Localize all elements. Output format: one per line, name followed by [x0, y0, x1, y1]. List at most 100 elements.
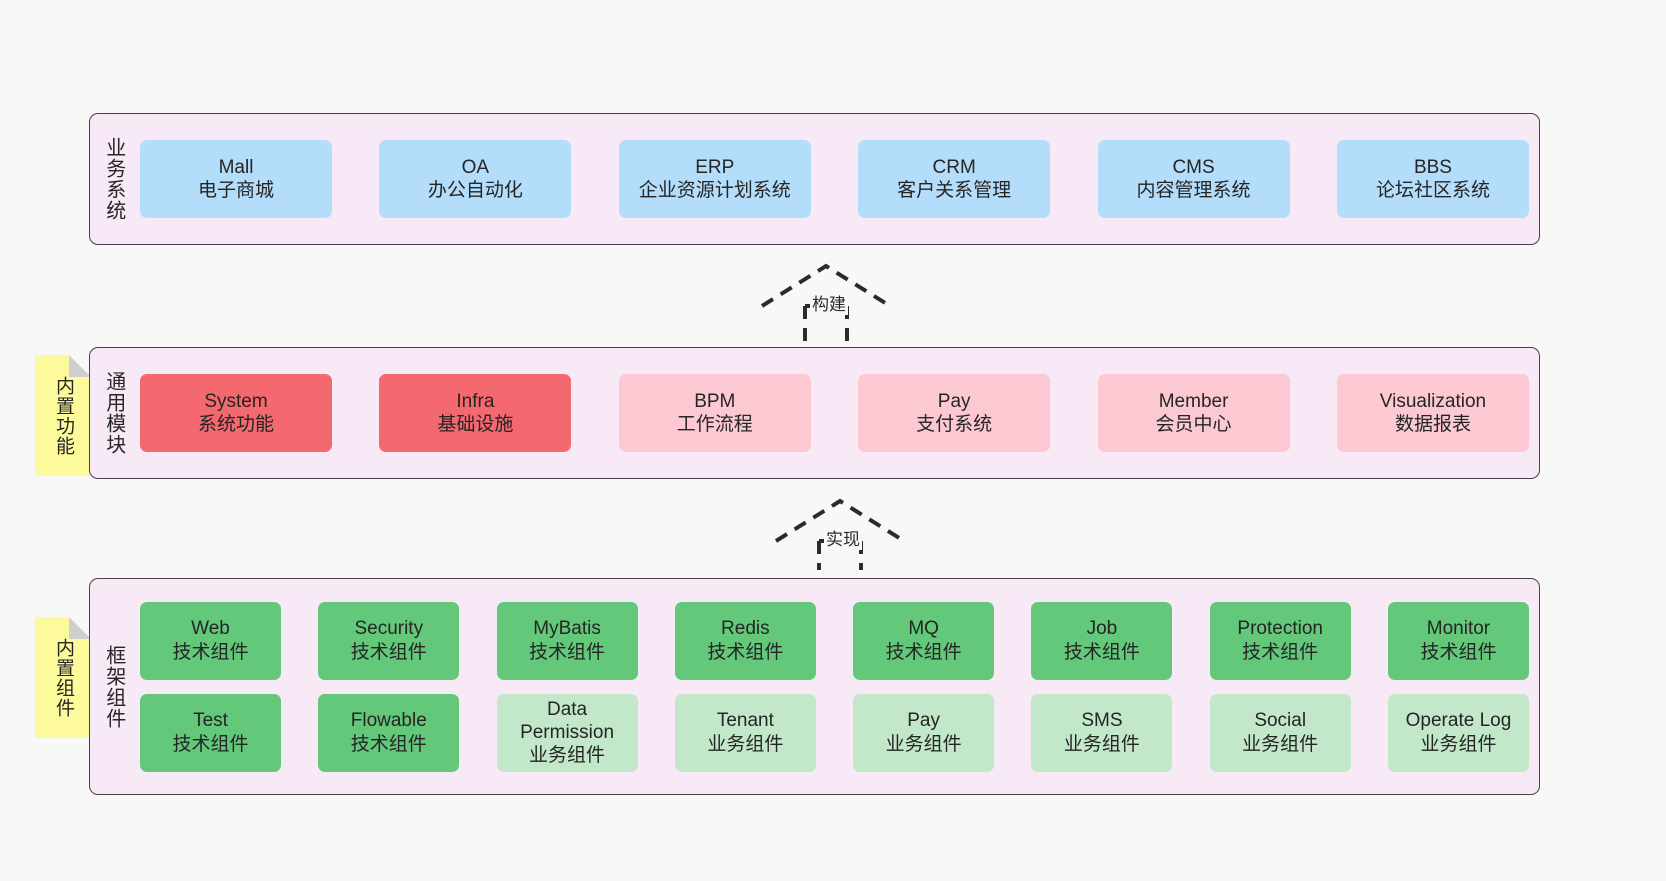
arrow-implement-head	[774, 498, 906, 543]
card-title-en: CMS	[1172, 156, 1215, 178]
card-title-cn: 内容管理系统	[1136, 180, 1251, 201]
card-title-en: Job	[1086, 618, 1118, 640]
card-title-cn: 业务组件	[1063, 733, 1140, 755]
card-title-en: Monitor	[1426, 618, 1491, 640]
card-title-cn: 技术组件	[885, 641, 962, 663]
card-title-cn: 数据报表	[1394, 414, 1471, 435]
card-title-en: System	[204, 390, 268, 412]
layer-common-module-title: 通用模块	[102, 371, 125, 455]
card-title-en: Infra	[456, 390, 495, 412]
card-title-cn: 基础设施	[437, 414, 514, 435]
card-title-cn: 系统功能	[197, 414, 274, 435]
card-title-en: Redis	[721, 618, 770, 640]
card-title-cn: 工作流程	[676, 414, 753, 435]
card-title-cn: 技术组件	[1242, 641, 1319, 663]
card-title-cn: 业务组件	[1242, 733, 1319, 755]
card-title-cn: 业务组件	[1420, 733, 1497, 755]
card-title-en: MQ	[908, 618, 939, 640]
card-title-en: Operate Log	[1405, 710, 1512, 732]
sticky-note-fold-icon	[69, 355, 91, 377]
card-title-cn: 技术组件	[172, 733, 249, 755]
card-title-cn: 论坛社区系统	[1375, 180, 1490, 201]
card-title-cn: 客户关系管理	[897, 180, 1012, 201]
layer-framework-component-title: 框架组件	[102, 644, 125, 729]
arrow-build: 构建	[758, 262, 898, 347]
card-title-cn: 电子商城	[197, 180, 274, 201]
layer-business-system-title: 业务系统	[102, 137, 125, 221]
arrow-implement-label: 实现	[824, 525, 862, 550]
card-title-en: BBS	[1413, 156, 1452, 178]
card-title-cn: 业务组件	[885, 733, 962, 755]
card-title-en: Social	[1254, 710, 1307, 732]
card-title-cn: 技术组件	[529, 641, 606, 663]
sticky-note-builtin-function: 内置功能	[35, 355, 90, 476]
card-title-en: Security	[354, 618, 424, 640]
card-title-en: SMS	[1081, 710, 1123, 732]
card-title-en: OA	[461, 156, 490, 178]
card-title-cn: 业务组件	[707, 733, 784, 755]
arrow-implement: 实现	[772, 497, 912, 570]
card-title-cn: 技术组件	[350, 641, 427, 663]
card-title-cn: 业务组件	[529, 745, 606, 767]
sticky-note-builtin-function-label: 内置功能	[52, 375, 74, 456]
card-title-en: Visualization	[1379, 390, 1487, 412]
card-title-cn: 办公自动化	[427, 180, 523, 201]
card-title-en: Protection	[1237, 618, 1323, 640]
card-title-cn: 技术组件	[707, 641, 784, 663]
arrow-build-head	[760, 263, 892, 308]
card-title-en: Mall	[218, 156, 254, 178]
card-title-en: Test	[193, 710, 228, 732]
card-title-en: Pay	[907, 710, 940, 732]
arrow-build-label: 构建	[810, 290, 848, 315]
card-title-en: Member	[1158, 390, 1229, 412]
card-title-en: Tenant	[716, 710, 774, 732]
sticky-note-fold-icon-2	[69, 617, 91, 639]
card-title-cn: 技术组件	[350, 733, 427, 755]
card-title-en: Flowable	[350, 710, 427, 732]
card-title-cn: 会员中心	[1155, 414, 1232, 435]
card-title-cn: 支付系统	[916, 414, 993, 435]
sticky-note-builtin-component-label: 内置组件	[52, 637, 74, 718]
card-title-en: CRM	[932, 156, 976, 178]
card-title-cn: 技术组件	[1420, 641, 1497, 663]
card-title-cn: 企业资源计划系统	[638, 180, 791, 201]
